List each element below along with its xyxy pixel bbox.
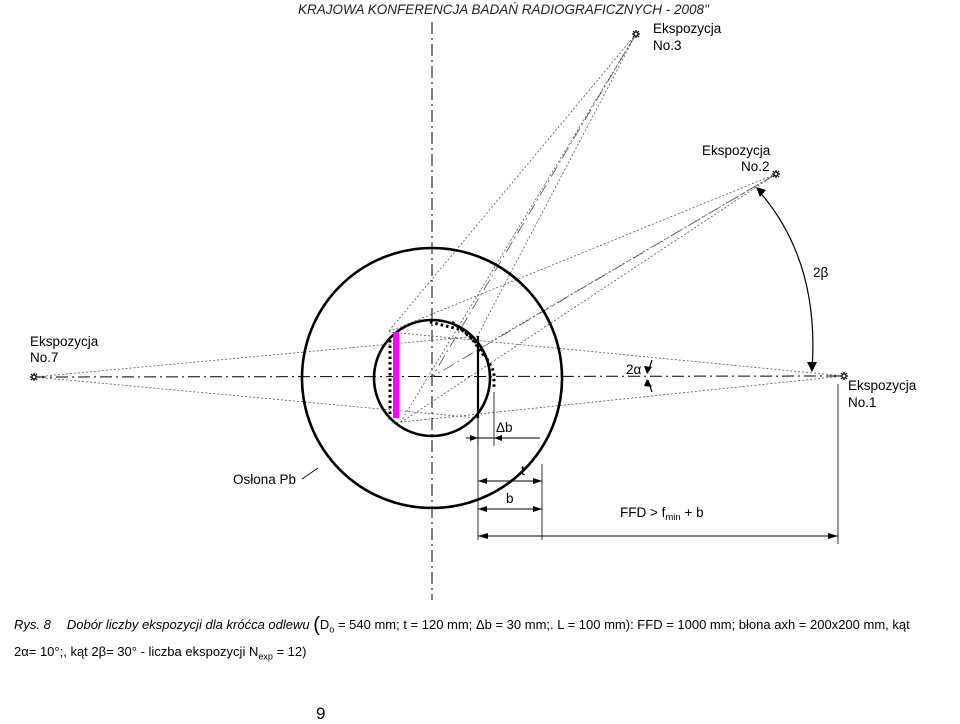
delta-b-arrow-2 bbox=[494, 435, 502, 441]
t-arrow-left bbox=[478, 478, 487, 484]
figure-caption: Rys. 8 Dobór liczby ekspozycji dla króćca… bbox=[14, 614, 958, 667]
source-star-2 bbox=[772, 170, 780, 178]
label-exposure-3-line2: No.3 bbox=[653, 38, 682, 53]
label-b: b bbox=[506, 491, 514, 506]
label-two-beta: 2β bbox=[813, 265, 829, 280]
running-header: KRAJOWA KONFERENCJA BADAŃ RADIOGRAFICZNY… bbox=[298, 2, 709, 17]
page-number: 9 bbox=[316, 704, 326, 723]
caption-d-sub: o bbox=[329, 624, 335, 635]
label-exposure-7-line1: Ekspozycja bbox=[30, 334, 99, 349]
caption-line2-start: 2α= 10°;, kąt 2β= 30° - liczba ekspozycj… bbox=[14, 643, 259, 659]
caption-paren: ( bbox=[313, 614, 320, 636]
label-exposure-3-line1: Ekspozycja bbox=[653, 21, 722, 36]
source-star-7 bbox=[30, 373, 38, 381]
caption-line1-rest: = 540 mm; t = 120 mm; Δb = 30 mm;. L = 1… bbox=[334, 617, 910, 632]
b-arrow-left bbox=[478, 506, 487, 512]
label-oslona-pb: Osłona Pb bbox=[233, 472, 296, 487]
rays-exposure-1 bbox=[389, 331, 845, 424]
dotted-profile-outer bbox=[429, 320, 496, 388]
label-exposure-1-line1: Ekspozycja bbox=[848, 378, 917, 393]
lead-shield-ring bbox=[300, 246, 564, 510]
caption-figure-label: Rys. 8 bbox=[14, 617, 51, 632]
t-arrow-right bbox=[533, 478, 542, 484]
two-beta-arc bbox=[757, 189, 814, 371]
two-alpha-arrowhead-lower bbox=[644, 379, 652, 387]
caption-n-sub: exp bbox=[258, 651, 273, 662]
shield-leader bbox=[301, 467, 319, 480]
ffd-arrow-left bbox=[478, 533, 488, 539]
label-exposure-2-line1: Ekspozycja bbox=[702, 143, 771, 158]
casting-inner-ring bbox=[372, 318, 492, 438]
label-exposure-7-line2: No.7 bbox=[30, 350, 59, 365]
label-ffd: FFD > fmin + b bbox=[620, 505, 704, 523]
source-star-3 bbox=[632, 30, 640, 38]
label-exposure-2-line2: No.2 bbox=[741, 159, 770, 174]
label-two-alpha: 2α bbox=[626, 362, 642, 377]
horizontal-axis bbox=[33, 375, 845, 378]
delta-b-arrow bbox=[470, 435, 478, 441]
dotted-profile-arc bbox=[451, 320, 486, 357]
two-beta-arrow-bottom bbox=[807, 362, 817, 372]
rays-exposure-3 bbox=[387, 33, 637, 424]
source-star-1 bbox=[840, 372, 848, 380]
caption-d: D bbox=[319, 617, 330, 632]
label-exposure-1-line2: No.1 bbox=[848, 395, 877, 410]
b-arrow-right bbox=[533, 506, 542, 512]
exposure-diagram: Ekspozycja No.3 Ekspozycja No.2 Ekspozyc… bbox=[30, 21, 917, 600]
ffd-arrow-right bbox=[828, 533, 838, 539]
caption-line2-end: = 12) bbox=[272, 643, 307, 659]
caption-lead: Dobór liczby ekspozycji dla króćca odlew… bbox=[66, 617, 310, 632]
rays-exposure-2 bbox=[387, 173, 777, 424]
two-beta-arrow-top bbox=[756, 187, 766, 197]
label-delta-b: Δb bbox=[496, 420, 513, 435]
two-alpha-arrowhead-upper bbox=[644, 366, 652, 374]
label-t: t bbox=[521, 463, 525, 478]
